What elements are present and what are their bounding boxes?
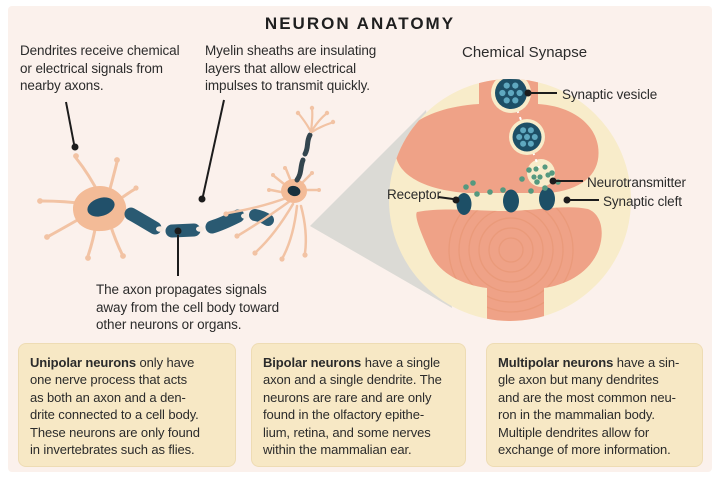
label-synaptic-vesicle: Synaptic vesicle	[562, 87, 658, 102]
info-box-text: have a sin- gle axon but many dendrites …	[498, 355, 680, 458]
neuron-2-axon	[294, 132, 313, 183]
neuron-2-terminal-tuft	[297, 107, 333, 134]
info-box-lead: Multipolar neurons	[498, 355, 614, 370]
neuron-2-dendrite-tips	[223, 166, 321, 262]
nodes-of-ranvier	[156, 213, 249, 232]
page-title: NEURON ANATOMY	[264, 14, 456, 33]
info-box-lead: Bipolar neurons	[263, 355, 362, 370]
callout-axon: The axon propagates signals away from th…	[96, 282, 280, 332]
neuron-1-dendrite-tips	[37, 153, 139, 261]
info-box-unipolar: Unipolar neurons only have one nerve pro…	[18, 343, 236, 467]
inset-title: Chemical Synapse	[462, 44, 588, 61]
neuron-1-nucleus	[87, 197, 115, 217]
receptors	[456, 187, 555, 215]
info-box-bipolar: Bipolar neurons have a single axon and a…	[251, 343, 466, 467]
postsynaptic-terminal	[416, 207, 602, 321]
membrane-ripples	[448, 207, 574, 313]
neuron-2-nucleus	[287, 185, 301, 197]
label-neurotransmitter: Neurotransmitter	[587, 175, 686, 190]
leader-lines	[65, 89, 599, 276]
info-box-text: have a single axon and a single dendrite…	[263, 355, 442, 458]
neuron-2-dendrites	[226, 167, 319, 259]
label-receptor: Receptor	[387, 187, 441, 202]
info-box-lead: Unipolar neurons	[30, 355, 137, 370]
neurotransmitter-dots	[463, 167, 561, 197]
neuron-1	[37, 153, 274, 261]
callout-dendrites: Dendrites receive chemical or electrical…	[20, 43, 180, 93]
label-synaptic-cleft: Synaptic cleft	[603, 194, 682, 209]
neuron-2-tuft-tips	[295, 105, 336, 125]
inset-contents	[395, 79, 602, 321]
synaptic-vesicle-2	[509, 119, 545, 155]
info-box-multipolar: Multipolar neurons have a sin- gle axon …	[486, 343, 703, 467]
fusing-vesicle	[527, 159, 555, 187]
callout-myelin: Myelin sheaths are insulating layers tha…	[205, 43, 377, 93]
info-box-text: only have one nerve process that acts as…	[30, 355, 200, 458]
neuron-2	[223, 105, 336, 262]
synaptic-vesicle-1	[491, 79, 531, 113]
